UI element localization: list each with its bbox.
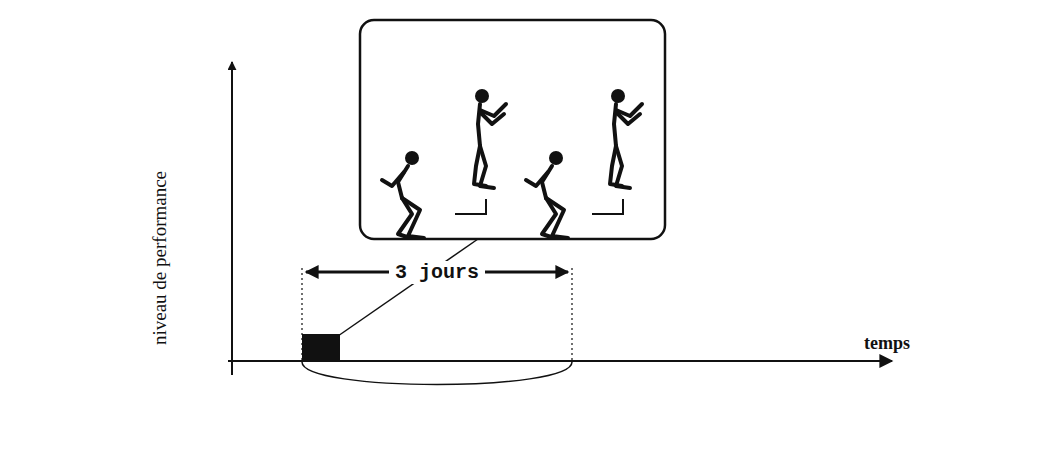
jumping-jumper [474,89,506,188]
landing-marker [592,199,623,214]
jumping-jumper [610,89,642,188]
exercise-illustration-frame [360,20,665,239]
leader-line [338,239,478,336]
landing-marker [455,199,486,214]
dotted-bound [301,268,302,360]
axis-label: temps [864,333,910,354]
recovery-arc [302,362,572,385]
training-session-block [302,334,340,361]
axis-label: niveau de performance [149,171,171,345]
duration-label: 3 jours [389,261,485,284]
vertical-axis [231,62,233,375]
crouching-jumper [382,151,424,238]
crouching-jumper [526,151,568,238]
dotted-bound [571,268,572,360]
